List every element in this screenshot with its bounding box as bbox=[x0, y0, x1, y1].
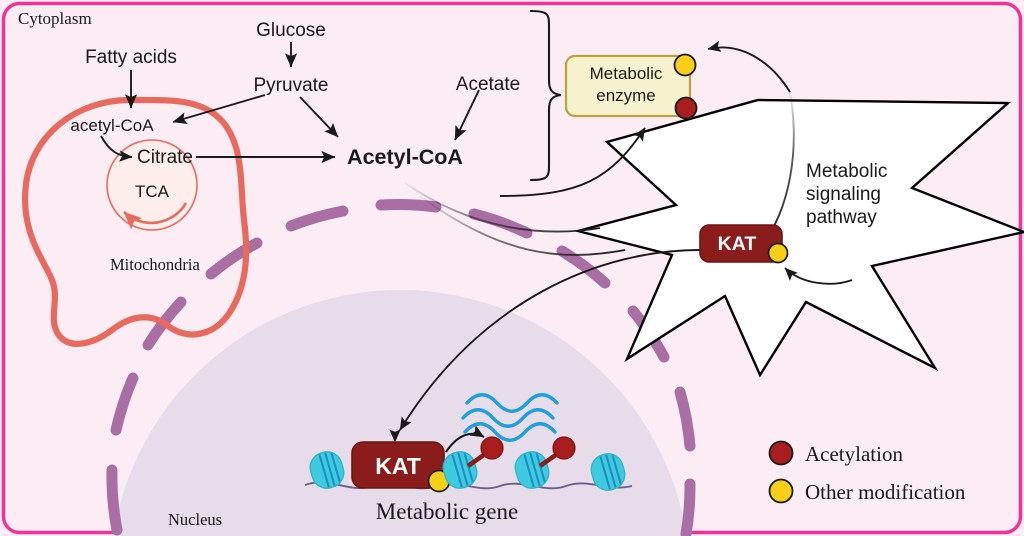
acetyl-coa-mito-label: acetyl-CoA bbox=[70, 116, 154, 135]
arrow-kat-acetylation bbox=[445, 425, 485, 453]
legend: Acetylation Other modification bbox=[768, 440, 966, 504]
metabolic-gene-group: KAT bbox=[304, 393, 633, 524]
arrow-acetylcoa-to-citrate bbox=[100, 135, 133, 162]
fatty-acids-label: Fatty acids bbox=[85, 47, 177, 68]
acetylation-mark-icon bbox=[674, 96, 698, 120]
rna-transcripts bbox=[461, 393, 559, 442]
mitochondria: TCA Mitochondria bbox=[21, 96, 250, 347]
brace bbox=[529, 9, 562, 182]
arrow-kat-to-nucleus bbox=[399, 249, 701, 431]
acetate-label: Acetate bbox=[456, 74, 520, 95]
arrow-pyruvate-to-acetylcoa bbox=[172, 94, 266, 124]
acetylation-mark bbox=[466, 436, 504, 468]
legend-item: Other modification bbox=[768, 478, 966, 504]
arrow-pathway-to-kat bbox=[784, 267, 853, 285]
curve-acetylcoa-to-star-lower bbox=[419, 195, 626, 256]
cytoplasm-label: Cytoplasm bbox=[18, 9, 92, 28]
nucleosome bbox=[514, 451, 550, 489]
star-shape bbox=[573, 98, 1024, 378]
metabolic-enzyme-label-line2: enzyme bbox=[596, 86, 656, 105]
other-modification-mark-icon bbox=[673, 53, 697, 77]
glucose-label: Glucose bbox=[256, 20, 326, 41]
star-label-line3: pathway bbox=[806, 207, 877, 228]
metabolic-enzyme-node[interactable]: Metabolic enzyme bbox=[564, 53, 698, 120]
acetyl-coa-cyto-label: Acetyl-CoA bbox=[347, 145, 463, 169]
metabolic-enzyme-box[interactable] bbox=[564, 54, 692, 118]
citrate-label: Citrate bbox=[137, 147, 193, 168]
kat-star-other-modification-icon bbox=[767, 242, 789, 264]
legend-label: Acetylation bbox=[805, 442, 903, 466]
arrow-star-to-enzyme bbox=[499, 127, 646, 197]
pyruvate-label: Pyruvate bbox=[254, 75, 329, 96]
nucleosome bbox=[309, 451, 345, 489]
kat-star-label: KAT bbox=[718, 233, 757, 255]
tca-cycle-body bbox=[106, 139, 198, 231]
arrow-pyruvate-to-acetylcoa-cyto bbox=[299, 96, 339, 138]
kat-nucleus-label: KAT bbox=[375, 453, 421, 479]
kat-node-nucleus[interactable]: KAT bbox=[351, 441, 451, 493]
nucleus-label: Nucleus bbox=[168, 510, 222, 529]
metabolite-arrows bbox=[100, 42, 480, 164]
text-labels: Cytoplasm Fatty acids Glucose Pyruvate A… bbox=[18, 9, 520, 169]
metabolic-gene-label: Metabolic gene bbox=[376, 499, 518, 524]
rna-strand bbox=[461, 408, 555, 428]
rna-strand bbox=[463, 422, 557, 442]
tca-label: TCA bbox=[135, 182, 170, 201]
kat-node-star[interactable]: KAT bbox=[699, 224, 789, 264]
arrow-to-enzyme-top bbox=[707, 40, 791, 93]
mitochondria-label: Mitochondria bbox=[110, 255, 200, 274]
tca-cycle-arrow bbox=[123, 202, 188, 230]
acetylation-mark-icon bbox=[552, 436, 576, 460]
legend-label: Other modification bbox=[805, 480, 966, 504]
nucleosome bbox=[442, 451, 478, 489]
acetylation-legend-icon bbox=[768, 440, 794, 466]
metabolic-signaling-pathway-star[interactable]: Metabolic signaling pathway bbox=[573, 98, 1024, 378]
rna-strand bbox=[465, 393, 559, 413]
acetylation-mark-icon bbox=[480, 436, 504, 460]
star-label-line1: Metabolic bbox=[806, 161, 887, 182]
star-label-line2: signaling bbox=[806, 184, 881, 205]
mitochondria-outline bbox=[21, 96, 250, 347]
legend-item: Acetylation bbox=[768, 440, 903, 466]
curve-acetylcoa-to-star bbox=[404, 182, 601, 233]
arrow-acetate-to-acetylcoa bbox=[454, 89, 480, 141]
other-modification-legend-icon bbox=[768, 478, 794, 504]
nucleosome bbox=[590, 453, 626, 491]
metabolic-enzyme-label-line1: Metabolic bbox=[590, 64, 663, 83]
acetylation-mark bbox=[538, 436, 576, 468]
